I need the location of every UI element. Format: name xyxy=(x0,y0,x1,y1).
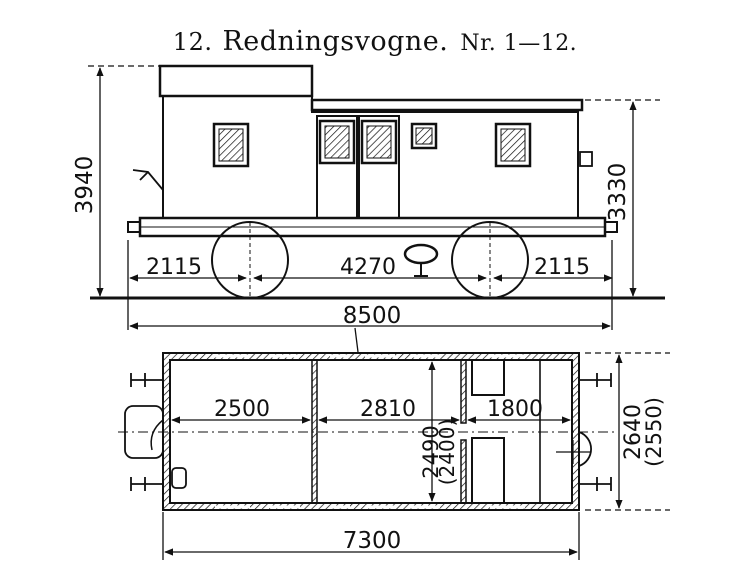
dim-inner-width-alt: (2400) xyxy=(435,419,459,486)
drawing-title: 12. Redningsvogne. Nr. 1—12. xyxy=(0,26,750,57)
title-text: Redningsvogne. xyxy=(222,26,449,57)
brake-cylinder xyxy=(403,243,439,265)
side-dimension-lines xyxy=(88,65,660,353)
wheel-right-plan xyxy=(578,431,592,467)
coupling-hook-left xyxy=(150,419,164,451)
plan-view xyxy=(118,352,615,511)
dim-compartment-3: 1800 xyxy=(487,397,543,422)
dim-overhang-left: 2115 xyxy=(146,255,202,280)
plan-buffers xyxy=(130,373,612,491)
cabinet-upper xyxy=(471,360,505,396)
roof xyxy=(310,98,584,112)
plan-window-openings xyxy=(215,354,525,509)
side-windows xyxy=(212,119,532,168)
cabinet-lower xyxy=(471,437,505,503)
plan-walls xyxy=(162,352,580,511)
roof-cupola xyxy=(158,64,314,98)
dim-total-height: 3940 xyxy=(72,156,98,215)
title-number: 12. xyxy=(172,28,213,56)
dim-inner-width: 2490 xyxy=(419,425,443,478)
lamp-bracket-left xyxy=(132,169,164,191)
dim-wheelbase: 4270 xyxy=(340,255,396,280)
dim-outer-width-alt: (2550) xyxy=(642,397,666,467)
buffers-side xyxy=(127,221,618,233)
dim-compartment-2: 2810 xyxy=(360,397,416,422)
partition-3 xyxy=(460,439,467,504)
dim-body-length: 7300 xyxy=(343,528,402,554)
dim-length-over-buffers: 8500 xyxy=(343,303,402,329)
dim-compartment-1: 2500 xyxy=(214,397,270,422)
lamp-right xyxy=(579,151,593,167)
stove xyxy=(171,467,187,489)
title-subtitle: Nr. 1—12. xyxy=(460,31,578,56)
plan-dimension-lines xyxy=(162,352,670,560)
dim-overhang-right: 2115 xyxy=(534,255,590,280)
partition-2 xyxy=(460,359,467,424)
dim-outer-width: 2640 xyxy=(621,404,646,460)
dim-body-height: 3330 xyxy=(605,163,631,222)
side-elevation xyxy=(90,64,665,300)
